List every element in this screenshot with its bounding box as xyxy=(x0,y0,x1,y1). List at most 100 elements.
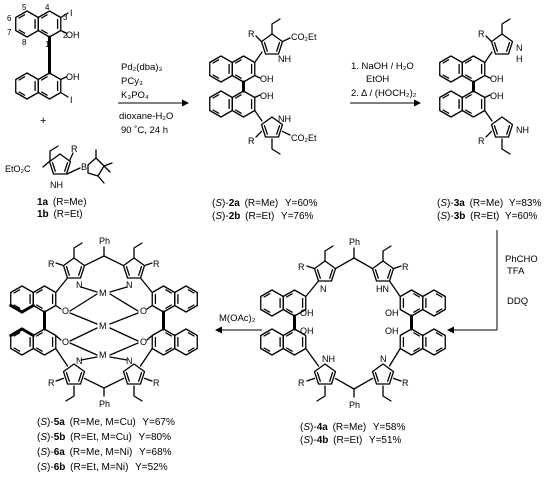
oxygen-label: O xyxy=(62,337,69,347)
locant-3: 3 xyxy=(63,13,68,22)
pyrrole-boronate-structure: R EtO₂C NH B xyxy=(5,144,113,190)
diiodo-binol-structure: 1 2 3 4 5 6 7 8 I OH OH I xyxy=(7,3,80,105)
oxidant-label: DDQ xyxy=(507,296,528,307)
solvent-label: dioxane-H₂O xyxy=(119,111,173,122)
oxygen-label: O xyxy=(140,306,147,316)
condensation-arrow xyxy=(447,230,498,334)
r-substituent-label: R xyxy=(402,378,409,388)
plus-sign: + xyxy=(40,115,46,127)
compound-6b-caption: (S)-6b (R=Et, M=Ni) Y=52% xyxy=(37,462,168,473)
hydroxyl-label: OH xyxy=(66,72,80,82)
compound-5b-caption: (S)-5b (R=Et, M=Cu) Y=80% xyxy=(37,432,171,443)
catalyst-label: Pd₂(dba)₃ xyxy=(121,62,162,73)
hn-label: HN xyxy=(376,284,389,294)
ester-label: CO₂Et xyxy=(291,133,317,143)
r-substituent-label: R xyxy=(402,262,409,272)
r-substituent-label: R xyxy=(153,378,160,388)
oxygen-label: O xyxy=(62,306,69,316)
compound-2a-caption: (S)-2a (R=Me) Y=60% xyxy=(212,198,317,209)
nh-label: NH xyxy=(278,54,291,64)
ester-label: CO₂Et xyxy=(291,32,317,42)
hydroxyl-label: OH xyxy=(300,326,314,336)
phenyl-label: Ph xyxy=(349,237,360,247)
aldehyde-label: PhCHO xyxy=(505,254,538,265)
svg-text:(S)-5b (R=Et, M=Cu): (S)-5b (R=Et, M=Cu) Y=80% xyxy=(37,432,171,443)
macrocycle-structure: OH OH OH OH Ph N HN R R Ph NH N xyxy=(260,237,446,410)
n-label: N xyxy=(126,356,133,366)
svg-text:(S)-4a (R=Me) Y=58: (S)-4a (R=Me) Y=58% xyxy=(300,422,405,433)
n-label: N xyxy=(126,280,133,290)
hydroxyl-label: OH xyxy=(385,308,399,318)
svg-text:(S)-2b (R=Et) Y=76: (S)-2b (R=Et) Y=76% xyxy=(212,211,314,222)
base-label: K₃PO₄ xyxy=(121,90,149,101)
r-substituent-label: R xyxy=(298,378,305,388)
r-substituent-label: R xyxy=(48,259,55,269)
temperature-label: 90 ˚C, 24 h xyxy=(121,125,168,136)
locant-8: 8 xyxy=(22,38,27,47)
compound-6a-caption: (S)-6a (R=Me, M=Ni) Y=68% xyxy=(37,447,172,458)
ester-label: EtO₂C xyxy=(5,164,31,174)
iodo-label: I xyxy=(70,8,73,18)
svg-text:(S)-2a (R=Me) Y=60: (S)-2a (R=Me) Y=60% xyxy=(212,198,317,209)
svg-text:(S)-6a (R=Me, M=Ni): (S)-6a (R=Me, M=Ni) Y=68% xyxy=(37,447,172,458)
compound-3b-caption: (S)-3b (R=Et) Y=60% xyxy=(437,211,538,222)
svg-text:(S)-5a (R=Me, M=Cu): (S)-5a (R=Me, M=Cu) Y=67% xyxy=(37,417,175,428)
hydroxyl-label: OH xyxy=(490,74,504,84)
locant-6: 6 xyxy=(7,14,12,23)
hydrolysis-step-2: 2. Δ / (HOCH₂)₂ xyxy=(351,88,417,99)
locant-1: 1 xyxy=(45,40,50,49)
metalation-reagent: M(OAc)₂ xyxy=(219,313,256,324)
metal-label: M xyxy=(99,350,107,360)
r-substituent-label: R xyxy=(153,259,160,269)
n-label: N xyxy=(76,356,83,366)
iodo-label: I xyxy=(70,95,73,105)
phenyl-label: Ph xyxy=(349,400,360,410)
hydroxyl-label: OH xyxy=(66,30,80,40)
r-substituent-label: R xyxy=(71,144,78,154)
boron-label: B xyxy=(81,162,87,172)
locant-7: 7 xyxy=(7,28,12,37)
hydroxyl-label: OH xyxy=(300,308,314,318)
compound-2b-caption: (S)-2b (R=Et) Y=76% xyxy=(212,211,314,222)
nh-label: NH xyxy=(278,114,291,124)
svg-text:1a (R=Me): 1a (R=Me) xyxy=(37,197,87,208)
hydroxyl-label: OH xyxy=(260,74,274,84)
metal-label: M xyxy=(99,321,107,331)
compound-5a-caption: (S)-5a (R=Me, M=Cu) Y=67% xyxy=(37,417,175,428)
svg-text:1b (R=Et): 1b (R=Et) xyxy=(37,209,83,220)
r-substituent-label: R xyxy=(478,136,485,146)
n-label: N xyxy=(76,280,83,290)
compound-4b-caption: (S)-4b (R=Et) Y=51% xyxy=(300,435,402,446)
r-substituent-label: R xyxy=(248,29,255,39)
ligand-label: PCy₃ xyxy=(121,76,143,87)
hydroxyl-label: OH xyxy=(260,91,274,101)
phenyl-label: Ph xyxy=(99,399,110,409)
locant-5: 5 xyxy=(22,3,27,12)
phenyl-label: Ph xyxy=(99,236,110,246)
nh-label: NH xyxy=(322,354,335,364)
svg-text:(S)-6b (R=Et, M=Ni): (S)-6b (R=Et, M=Ni) Y=52% xyxy=(37,462,168,473)
svg-text:(S)-4b (R=Et) Y=51: (S)-4b (R=Et) Y=51% xyxy=(300,435,402,446)
svg-text:(S)-3a (R=Me) Y=83: (S)-3a (R=Me) Y=83% xyxy=(437,198,541,209)
oxygen-label: O xyxy=(140,337,147,347)
nh-hydrogen-label: H xyxy=(516,54,523,64)
n-label: N xyxy=(320,284,327,294)
metal-complex-structure: O O O O M M M Ph N N R R xyxy=(9,236,198,409)
r-substituent-label: R xyxy=(298,262,305,272)
hydroxyl-label: OH xyxy=(385,326,399,336)
acid-label: TFA xyxy=(507,266,525,277)
compound-4a-caption: (S)-4a (R=Me) Y=58% xyxy=(300,422,405,433)
compound-3a-caption: (S)-3a (R=Me) Y=83% xyxy=(437,198,541,209)
n-label: N xyxy=(516,43,523,53)
svg-text:(S)-3b (R=Et) Y=60: (S)-3b (R=Et) Y=60% xyxy=(437,211,538,222)
diester-structure: OH OH R CO₂Et NH R CO₂Et NH xyxy=(209,18,317,155)
compound-1a-caption: 1a (R=Me) xyxy=(37,197,87,208)
hydroxyl-label: OH xyxy=(490,91,504,101)
n-label: N xyxy=(380,354,387,364)
nh-label: NH xyxy=(50,180,63,190)
hydrolysis-step-1: 1. NaOH / H₂O xyxy=(351,61,414,72)
locant-4: 4 xyxy=(45,3,50,12)
hydrolysis-solvent: EtOH xyxy=(366,74,389,85)
metal-label: M xyxy=(99,288,107,298)
